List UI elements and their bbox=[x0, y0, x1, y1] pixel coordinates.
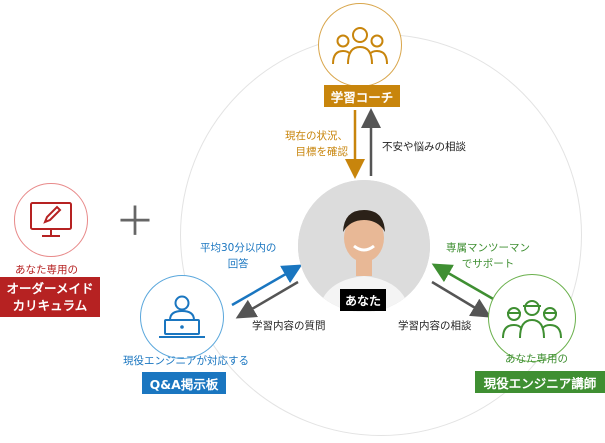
you-to-engineer-text: 学習内容の相談 bbox=[398, 320, 472, 332]
arrow-qa-to-you bbox=[231, 264, 303, 307]
engineer-to-you-line1: 専属マンツーマン bbox=[446, 242, 530, 254]
curriculum-label-line2: カリキュラム bbox=[12, 298, 88, 313]
engineer-caption: あなた専用の bbox=[505, 353, 568, 365]
arrow-you-to-qa bbox=[235, 280, 299, 319]
you-to-qa-text: 学習内容の質問 bbox=[252, 320, 326, 332]
arrow-engineer-to-you bbox=[431, 263, 496, 302]
curriculum-caption: あなた専用の bbox=[15, 264, 78, 276]
engineers-icon bbox=[502, 300, 562, 339]
coach-node bbox=[318, 3, 402, 87]
laptop-person-icon bbox=[159, 295, 205, 338]
qa-node bbox=[140, 275, 224, 359]
qa-to-you-text: 平均30分以内の 回答 bbox=[200, 240, 276, 272]
you-label: あなた bbox=[340, 289, 386, 311]
curriculum-label: オーダーメイド カリキュラム bbox=[0, 277, 100, 317]
engineer-label: 現役エンジニア講師 bbox=[475, 371, 605, 393]
qa-caption: 現役エンジニアが対応する bbox=[123, 355, 249, 367]
qa-to-you-line2: 回答 bbox=[227, 258, 249, 270]
coach-to-you-line2: 目標を確認 bbox=[295, 146, 349, 158]
qa-to-you-line1: 平均30分以内の bbox=[200, 242, 277, 254]
engineer-to-you-text: 専属マンツーマン でサポート bbox=[446, 240, 530, 272]
monitor-pencil-icon bbox=[30, 202, 72, 237]
coach-label: 学習コーチ bbox=[324, 85, 400, 107]
engineer-node bbox=[488, 274, 576, 362]
coach-to-you-line1: 現在の状況、 bbox=[285, 130, 348, 142]
coach-to-you-text: 現在の状況、 目標を確認 bbox=[285, 128, 348, 160]
engineer-to-you-line2: でサポート bbox=[461, 258, 515, 270]
curriculum-node bbox=[14, 183, 88, 257]
curriculum-label-line1: オーダーメイド bbox=[6, 281, 94, 296]
plus-sign: ＋ bbox=[115, 199, 155, 245]
arrow-you-to-engineer bbox=[431, 280, 492, 318]
three-people-icon bbox=[332, 27, 388, 65]
you-to-coach-text: 不安や悩みの相談 bbox=[382, 141, 466, 153]
qa-label: Q&A掲示板 bbox=[142, 372, 226, 394]
